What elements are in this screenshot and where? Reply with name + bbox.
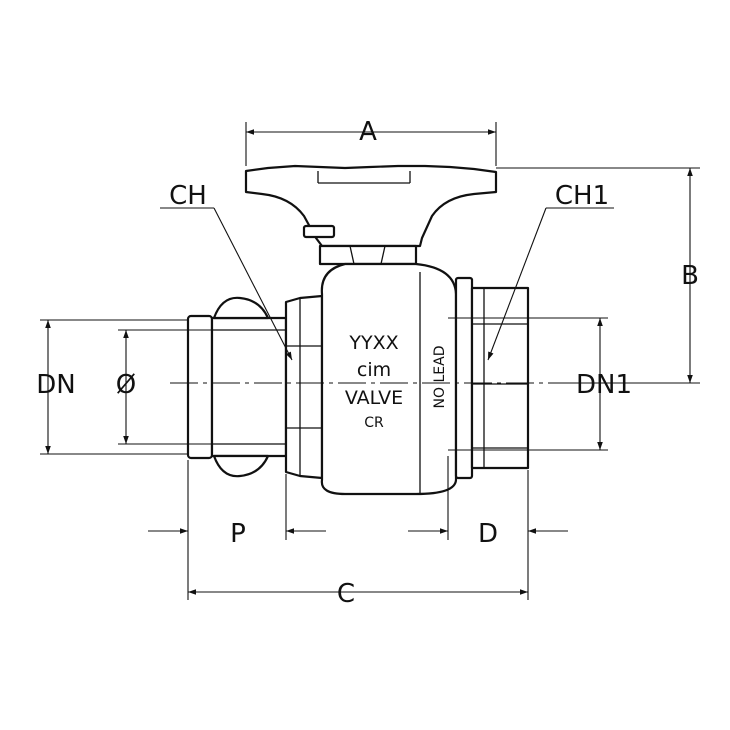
- marking-year: YYXX: [348, 332, 398, 354]
- butterfly-handle: [244, 164, 498, 248]
- label-a: A: [359, 117, 377, 147]
- dimension-c: C: [188, 579, 528, 609]
- label-dn1: DN1: [576, 370, 632, 400]
- label-d: D: [478, 519, 498, 549]
- body-marking: YYXX cim VALVE CR NO LEAD: [345, 332, 448, 431]
- label-dn: DN: [36, 370, 75, 400]
- label-ch: CH: [169, 181, 207, 211]
- dimension-b: B: [496, 167, 700, 384]
- dimension-diameter: Ø: [116, 329, 212, 445]
- marking-no-lead: NO LEAD: [432, 346, 448, 409]
- hex-ch1-female-end: [470, 286, 530, 470]
- label-c: C: [337, 579, 355, 609]
- valve-stem: [318, 244, 418, 266]
- marking-logo: cim: [357, 359, 391, 381]
- dimension-dn: DN: [36, 319, 188, 455]
- marking-valve: VALVE: [345, 387, 403, 409]
- dimension-dn1: DN1: [448, 317, 632, 451]
- dimension-d: D: [408, 519, 568, 549]
- press-fitting-end: [186, 296, 288, 478]
- label-b: B: [681, 261, 699, 291]
- extension-lines-bottom: [187, 456, 529, 600]
- body-ring: [454, 276, 474, 480]
- leader-ch1: CH1: [487, 181, 614, 361]
- label-p: P: [230, 519, 246, 549]
- dimension-p: P: [148, 519, 326, 549]
- label-ch1: CH1: [555, 181, 609, 211]
- dimension-a: A: [245, 117, 497, 166]
- valve-body: [320, 262, 458, 496]
- label-diameter: Ø: [116, 370, 136, 400]
- hex-ch-collar: [284, 294, 324, 480]
- leader-ch: CH: [160, 181, 293, 361]
- marking-code: CR: [364, 415, 384, 431]
